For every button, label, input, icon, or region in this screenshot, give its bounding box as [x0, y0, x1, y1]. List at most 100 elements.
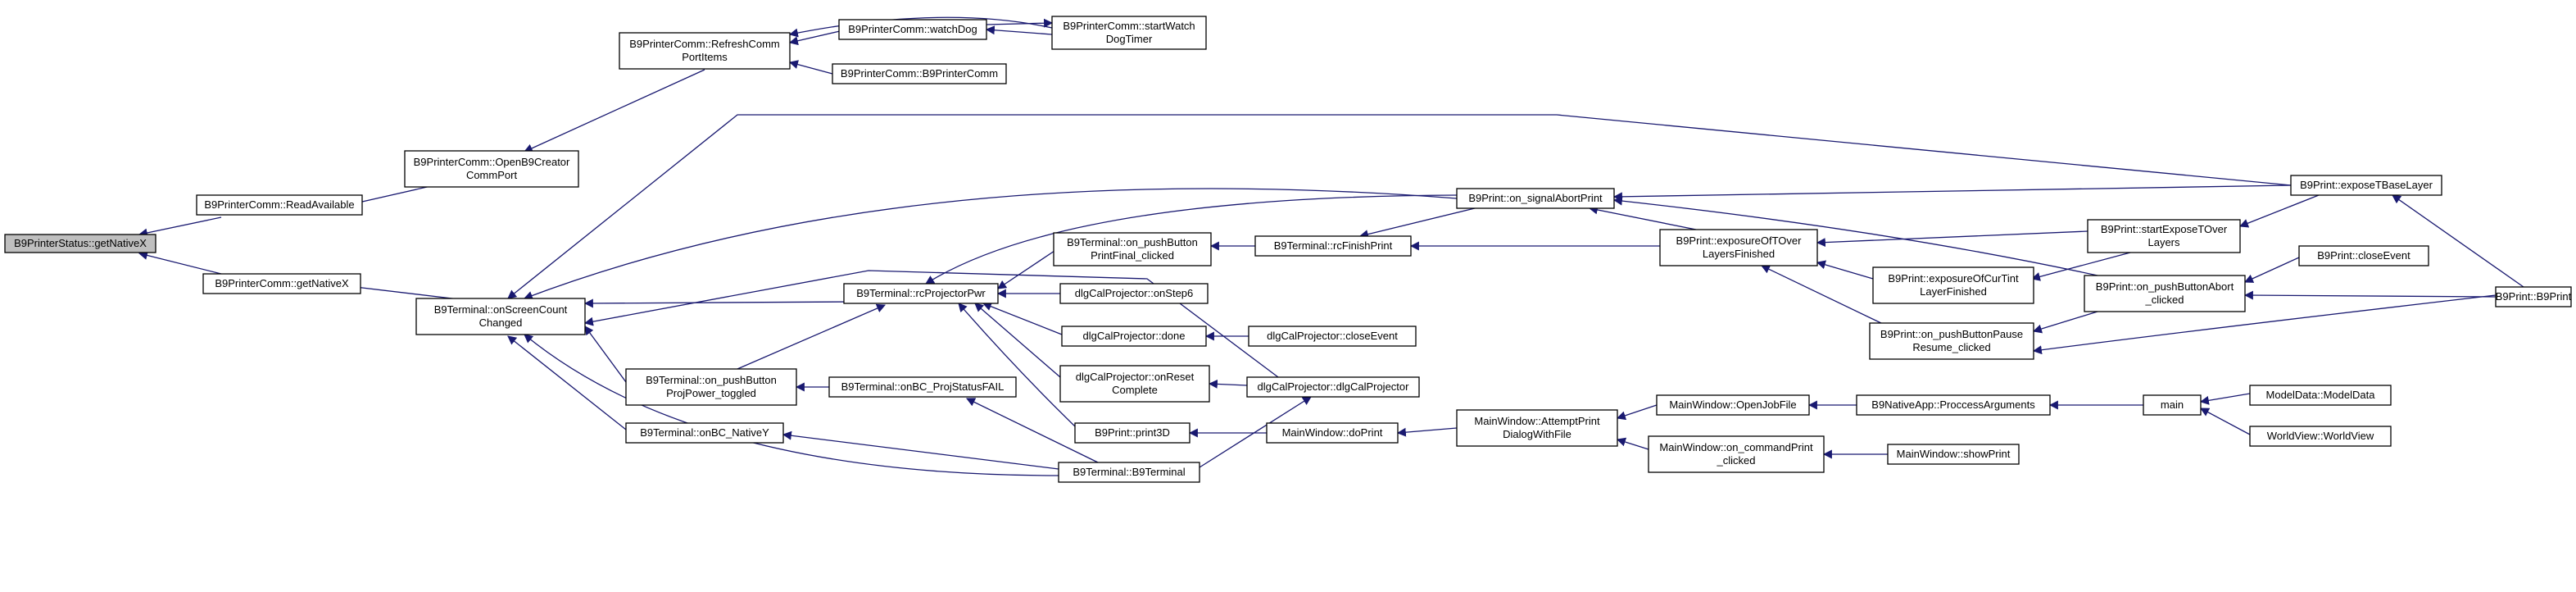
function-node-closeEvent-cal[interactable]: dlgCalProjector::closeEvent — [1248, 326, 1417, 347]
function-node-modelData[interactable]: ModelData::ModelData — [2249, 385, 2392, 406]
function-node-projStatusFail[interactable]: B9Terminal::onBC_ProjStatusFAIL — [828, 376, 1017, 398]
edge — [788, 60, 833, 75]
edge — [1616, 437, 1649, 450]
node-box — [2298, 245, 2429, 266]
function-node-ctor-comm[interactable]: B9PrinterComm::B9PrinterComm — [832, 63, 1007, 84]
node-label: Resume_clicked — [1912, 341, 1990, 353]
function-node-pauseResume[interactable]: B9Print::on_pushButtonPauseResume_clicke… — [1869, 322, 2034, 360]
call-edge-startExposeTOver-to-exposureCurTint — [2030, 252, 2131, 281]
node-box — [2084, 275, 2246, 312]
node-box — [1656, 394, 1810, 416]
function-node-openJobFile[interactable]: MainWindow::OpenJobFile — [1656, 394, 1810, 416]
node-box — [4, 234, 156, 253]
call-edge-ctor_print-to-pauseResume — [2032, 294, 2497, 355]
node-label: B9Print::on_signalAbortPrint — [1468, 192, 1603, 204]
node-label: B9Print::exposureOfTOver — [1676, 235, 1803, 247]
function-node-readAvailable[interactable]: B9PrinterComm::ReadAvailable — [196, 194, 363, 216]
function-node-onStep6[interactable]: dlgCalProjector::onStep6 — [1059, 283, 1209, 304]
edge — [1612, 196, 2098, 276]
edge — [2392, 194, 2524, 288]
function-node-rcProjectorPwr[interactable]: B9Terminal::rcProjectorPwr — [843, 283, 999, 304]
function-node-rcFinish[interactable]: B9Terminal::rcFinishPrint — [1254, 235, 1412, 257]
edge — [583, 298, 861, 308]
edge — [507, 114, 2292, 299]
call-edge-printFinal-to-rcProjectorPwr — [997, 248, 1058, 289]
function-node-main[interactable]: main — [2143, 394, 2202, 416]
function-node-getNativeX-status[interactable]: B9PrinterStatus::getNativeX — [4, 234, 156, 253]
node-box — [1266, 422, 1399, 444]
function-node-projPower[interactable]: B9Terminal::on_pushButtonProjPower_toggl… — [625, 368, 797, 406]
function-node-exposeTBase[interactable]: B9Print::exposeTBaseLayer — [2290, 175, 2442, 196]
function-node-commandPrint[interactable]: MainWindow::on_commandPrint_clicked — [1648, 435, 1825, 473]
function-node-signalAbort[interactable]: B9Print::on_signalAbortPrint — [1456, 188, 1615, 209]
node-label: B9PrinterComm::getNativeX — [215, 277, 349, 289]
edge — [1358, 207, 1476, 239]
function-node-worldView[interactable]: WorldView::WorldView — [2249, 426, 2392, 447]
edge — [507, 335, 627, 430]
function-node-print3D[interactable]: B9Print::print3D — [1074, 422, 1190, 444]
node-label: Layers — [2147, 236, 2180, 248]
call-edge-nativeY-to-onScreenCount — [507, 335, 627, 430]
node-label: B9Print::closeEvent — [2317, 249, 2410, 262]
call-edge-exposeTBase-to-onScreenCount — [507, 114, 2292, 299]
function-node-closeEvent-print[interactable]: B9Print::closeEvent — [2298, 245, 2429, 266]
node-label: DogTimer — [1106, 33, 1153, 45]
function-node-ctor-print[interactable]: B9Print::B9Print — [2495, 286, 2572, 307]
call-edge-rcProjectorPwr-to-onScreenCount — [583, 298, 861, 308]
call-edge-openJobFile-to-attemptPrint — [1616, 404, 1658, 421]
function-node-ctor-cal[interactable]: dlgCalProjector::dlgCalProjector — [1246, 376, 1420, 398]
function-node-watchDog[interactable]: B9PrinterComm::watchDog — [838, 19, 987, 40]
edge — [974, 303, 1061, 378]
edge — [737, 303, 887, 370]
function-node-getNativeX-comm[interactable]: B9PrinterComm::getNativeX — [202, 273, 361, 294]
node-label: B9Terminal::onScreenCount — [434, 303, 568, 316]
edge — [523, 188, 1458, 300]
node-label: B9Terminal::rcProjectorPwr — [856, 287, 986, 299]
node-box — [1058, 462, 1200, 483]
call-edge-ctor_comm-to-refreshComm — [788, 60, 833, 75]
node-box — [1059, 365, 1210, 403]
function-node-abortClicked[interactable]: B9Print::on_pushButtonAbort_clicked — [2084, 275, 2246, 312]
edge — [2243, 257, 2300, 283]
node-label: B9PrinterComm::ReadAvailable — [204, 198, 354, 211]
node-box — [2143, 394, 2202, 416]
node-label: B9Print::startExposeTOver — [2101, 223, 2228, 235]
function-node-done[interactable]: dlgCalProjector::done — [1061, 326, 1207, 347]
edge — [1396, 427, 1458, 437]
edge — [2238, 194, 2320, 228]
node-label: B9Terminal::onBC_ProjStatusFAIL — [841, 380, 1005, 393]
node-label: MainWindow::AttemptPrint — [1474, 415, 1600, 427]
call-edge-exposureCurTint-to-exposureTOver — [1816, 260, 1874, 280]
node-label: Changed — [479, 316, 523, 329]
node-box — [1659, 229, 1818, 266]
function-node-doPrint[interactable]: MainWindow::doPrint — [1266, 422, 1399, 444]
function-node-showPrint[interactable]: MainWindow::showPrint — [1887, 444, 2020, 465]
function-node-processArgs[interactable]: B9NativeApp::ProccessArguments — [1856, 394, 2051, 416]
node-label: B9PrinterComm::startWatch — [1063, 20, 1195, 32]
function-node-printFinal[interactable]: B9Terminal::on_pushButtonPrintFinal_clic… — [1053, 232, 1212, 266]
function-node-nativeY[interactable]: B9Terminal::onBC_NativeY — [625, 422, 784, 444]
node-label: MainWindow::showPrint — [1897, 448, 2011, 460]
call-edge-refreshComm-to-openCreator — [523, 69, 705, 153]
call-edge-signalAbort-to-rcProjectorPwr — [925, 194, 1458, 285]
function-node-ctor-terminal[interactable]: B9Terminal::B9Terminal — [1058, 462, 1200, 483]
node-box — [832, 63, 1007, 84]
edge — [584, 326, 627, 383]
node-box — [838, 19, 987, 40]
node-label: dlgCalProjector::dlgCalProjector — [1258, 380, 1410, 393]
edge — [782, 430, 1059, 470]
node-label: B9Terminal::B9Terminal — [1073, 466, 1185, 478]
edge — [966, 398, 1099, 463]
call-edge-watchDog-to-startWatchDog — [986, 18, 1054, 28]
node-label: B9Print::on_pushButtonAbort — [2096, 280, 2234, 293]
